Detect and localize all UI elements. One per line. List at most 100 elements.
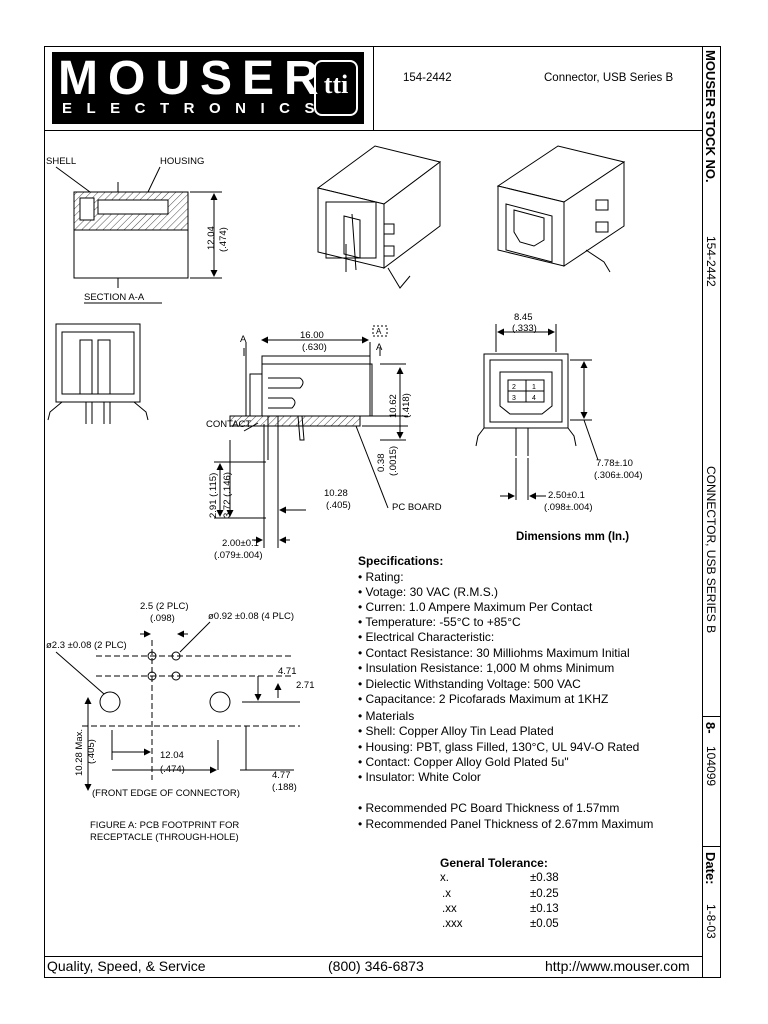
footer-divider: [44, 956, 702, 957]
pcb-footprint: [55, 621, 300, 791]
sidebar-stock-value: 154-2442: [704, 236, 718, 287]
section-labels: SHELL HOUSING 12.04 (.474) SECTION A-A: [46, 156, 229, 303]
sidebar-stock-label: MOUSER STOCK NO.: [703, 50, 718, 183]
section-caption: SECTION A-A: [84, 292, 145, 303]
section-mark-a-right: A: [376, 342, 383, 353]
tolerance-key: x.: [440, 872, 449, 884]
side-view: [214, 325, 408, 548]
spec-line: • Temperature: -55°C to +85°C: [358, 615, 521, 629]
fp-dim-1204: 12.04: [160, 750, 184, 761]
fp-depth-dim: 10.28 Max.: [74, 729, 85, 776]
sidebar-date-value: 1-8-03: [704, 904, 718, 939]
spec-recommendation-1: • Recommended PC Board Thickness of 1.57…: [358, 801, 620, 815]
logo-divider: [373, 46, 374, 130]
pin-3: 3: [512, 395, 516, 402]
spec-line: • Contact Resistance: 30 Milliohms Maxim…: [358, 646, 630, 660]
spec-line: • Dielectic Withstanding Voltage: 500 VA…: [358, 677, 581, 691]
fp-small-hole: ø0.92 ±0.08 (4 PLC): [208, 611, 294, 622]
label-shell: SHELL: [46, 156, 76, 167]
label-contact: CONTACT: [206, 419, 251, 430]
spec-recommendation-2: • Recommended Panel Thickness of 2.67mm …: [358, 817, 654, 831]
pin-4: 4: [532, 395, 536, 402]
footer-phone: (800) 346-6873: [328, 958, 424, 974]
fp-front-edge: (FRONT EDGE OF CONNECTOR): [92, 788, 240, 799]
side-width-dim-in: (.630): [302, 342, 327, 353]
fp-figure-caption-1: FIGURE A: PCB FOOTPRINT FOR: [90, 820, 239, 831]
spec-line: • Insulation Resistance: 1,000 M ohms Mi…: [358, 661, 615, 675]
sidebar-page-value: 104099: [704, 746, 718, 787]
tolerance-value: ±0.25: [530, 888, 559, 900]
tolerance-key: .xxx: [442, 918, 463, 930]
spec-line: • Insulator: White Color: [358, 770, 481, 784]
header-part-number: 154-2442: [403, 72, 452, 84]
label-housing: HOUSING: [160, 156, 204, 167]
spec-line: • Electrical Characteristic:: [358, 630, 495, 644]
fp-pitch-dim: 2.5 (2 PLC): [140, 601, 189, 612]
side-thickness-dim-in: (.0015): [388, 446, 399, 476]
spec-line: • Shell: Copper Alloy Tin Lead Plated: [358, 724, 554, 738]
fp-dim-471: 4.71: [278, 666, 297, 677]
spec-line: • Votage: 30 VAC (R.M.S.): [358, 585, 499, 599]
label-pc-board: PC BOARD: [392, 502, 442, 513]
spec-line: • Rating:: [358, 570, 404, 584]
pin-2: 2: [512, 384, 516, 391]
fp-dim-1204-in: (.474): [160, 764, 185, 775]
side-view-labels: A A A 16.00 (.630) 10.62 (.418) CONTACT …: [206, 327, 442, 561]
front-depth-dim-in: (.306±.004): [594, 470, 643, 481]
sidebar-date-label: Date:: [703, 852, 718, 885]
side-width-dim: 16.00: [300, 330, 324, 341]
side-height-dim: 10.62: [388, 394, 399, 418]
specs-title: Specifications:: [358, 554, 444, 568]
sidebar-sep-1: [702, 716, 721, 717]
section-mark-a-left: A: [240, 334, 247, 345]
tolerance-value: ±0.38: [530, 872, 559, 884]
section-mark-a-box: A: [376, 327, 382, 336]
fp-big-hole: ø2.3 ±0.08 (2 PLC): [46, 640, 127, 651]
isometric-view-2: [496, 145, 626, 273]
sidebar-description: CONNECTOR, USB SERIES B: [704, 466, 718, 634]
front-width-dim-in: (.333): [512, 323, 537, 334]
side-pitch-dim-in: (.079±.004): [214, 550, 263, 561]
side-thickness-dim: 0.38: [376, 454, 387, 473]
fp-dim-477-in: (.188): [272, 782, 297, 793]
sidebar-sep-2: [702, 846, 721, 847]
fp-dim-271: 2.71: [296, 680, 315, 691]
side-lead-dim-1: 2.91 (.115): [208, 473, 219, 518]
front-pitch-dim-in: (.098±.004): [544, 502, 593, 513]
page-frame: [44, 46, 721, 978]
fp-depth-dim-in: (.405): [86, 739, 97, 764]
spec-line: • Contact: Copper Alloy Gold Plated 5u": [358, 755, 569, 769]
fp-pitch-dim-in: (.098): [150, 613, 175, 624]
footer-slogan: Quality, Speed, & Service: [47, 958, 206, 974]
front-view-labels: 8.45 (.333) 2 1 3 4 7.78±.10 (.306±.004)…: [512, 312, 643, 513]
sidebar-divider: [702, 46, 703, 978]
fp-figure-caption-2: RECEPTACLE (THROUGH-HOLE): [90, 832, 239, 843]
tti-badge-text: tti: [323, 70, 349, 99]
front-pitch-dim: 2.50±0.1: [548, 490, 585, 501]
header-divider: [44, 130, 702, 131]
spec-line: • Housing: PBT, glass Filled, 130°C, UL …: [358, 740, 640, 754]
fp-dim-477: 4.77: [272, 770, 291, 781]
footer-url[interactable]: http://www.mouser.com: [545, 958, 690, 974]
mouser-logo: MOUSER ELECTRONICS tti: [52, 52, 364, 124]
dimensions-note: Dimensions mm (In.): [516, 531, 630, 543]
logo-sub-text: ELECTRONICS: [62, 100, 330, 117]
spec-line: • Curren: 1.0 Ampere Maximum Per Contact: [358, 600, 593, 614]
footprint-labels: 2.5 (2 PLC) (.098) ø0.92 ±0.08 (4 PLC) ø…: [46, 601, 315, 843]
tolerance-value: ±0.13: [530, 903, 559, 915]
side-pcb-dim-in: (.405): [326, 500, 351, 511]
isometric-view-1: [316, 145, 442, 289]
header-description: Connector, USB Series B: [544, 72, 674, 84]
tti-badge: tti: [314, 60, 358, 116]
spec-line: • Capacitance: 2 Picofarads Maximum at 1…: [358, 692, 609, 706]
logo-main-text: MOUSER: [58, 52, 329, 105]
side-lead-dim-2: 3.72 (.146): [222, 472, 233, 518]
front-width-dim: 8.45: [514, 312, 533, 323]
front-view-left: [47, 323, 149, 424]
tolerance-key: .xx: [442, 903, 457, 915]
sidebar-page-label: 8-: [703, 722, 718, 734]
tolerance-key: .x: [442, 888, 451, 900]
spec-line: • Materials: [358, 709, 415, 723]
side-pitch-dim: 2.00±0.1: [222, 538, 259, 549]
